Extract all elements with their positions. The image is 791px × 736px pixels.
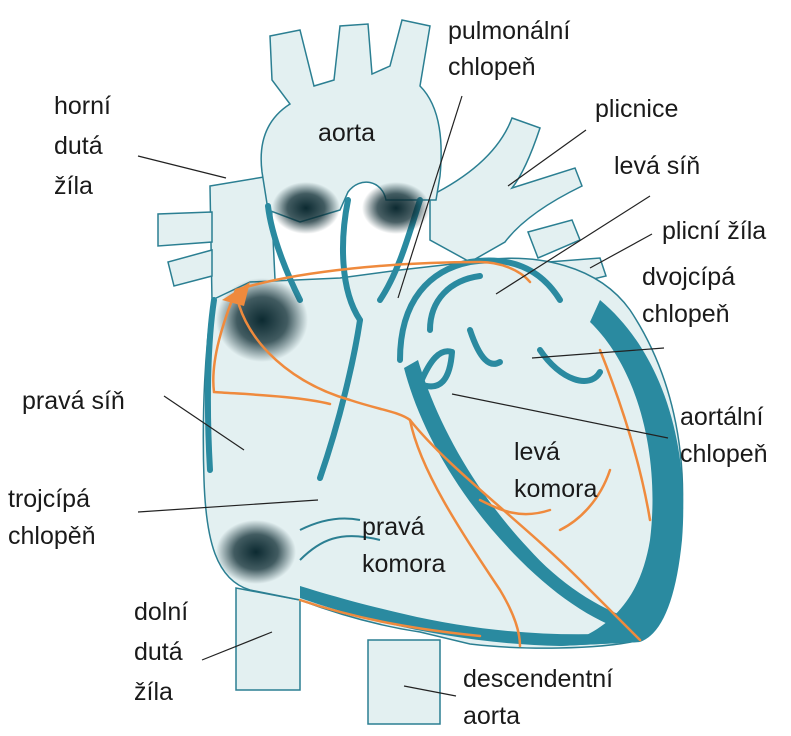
descending-aorta-vessel (368, 640, 440, 724)
aorta-shadow-left (272, 182, 340, 234)
label-horni-duta-zila: horní dutá žíla (54, 91, 111, 201)
inferior-vena-cava-vessel (236, 588, 300, 690)
pulmonary-vein-upper (528, 220, 580, 258)
label-prava-sin: pravá síň (22, 386, 125, 416)
label-plicnice: plicnice (595, 94, 678, 124)
tricuspid-shadow (216, 520, 296, 584)
label-trojcipa-chlopen: trojcípá chlopěň (8, 484, 96, 551)
label-descendentni-aorta: descendentní aorta (463, 664, 613, 731)
label-plicni-zila: plicní žíla (662, 216, 766, 246)
label-aortalni-chlopen: aortální chlopeň (680, 402, 768, 469)
label-dolni-duta-zila: dolní dutá žíla (134, 597, 188, 707)
label-aorta: aorta (318, 118, 375, 148)
label-dvojcipa-chlopen: dvojcípá chlopeň (642, 262, 735, 329)
label-prava-komora: pravá komora (362, 512, 445, 579)
left-vessel-branch-upper (158, 212, 212, 246)
left-vessel-branch-lower (168, 250, 212, 286)
right-atrium-shadow (216, 278, 308, 362)
label-leva-komora: levá komora (514, 437, 597, 504)
aorta-shadow-right (362, 182, 430, 234)
leader-horni-duta-zila (138, 156, 226, 178)
label-leva-sin: levá síň (614, 151, 700, 181)
label-pulmonalni-chlopen: pulmonální chlopeň (448, 16, 570, 82)
